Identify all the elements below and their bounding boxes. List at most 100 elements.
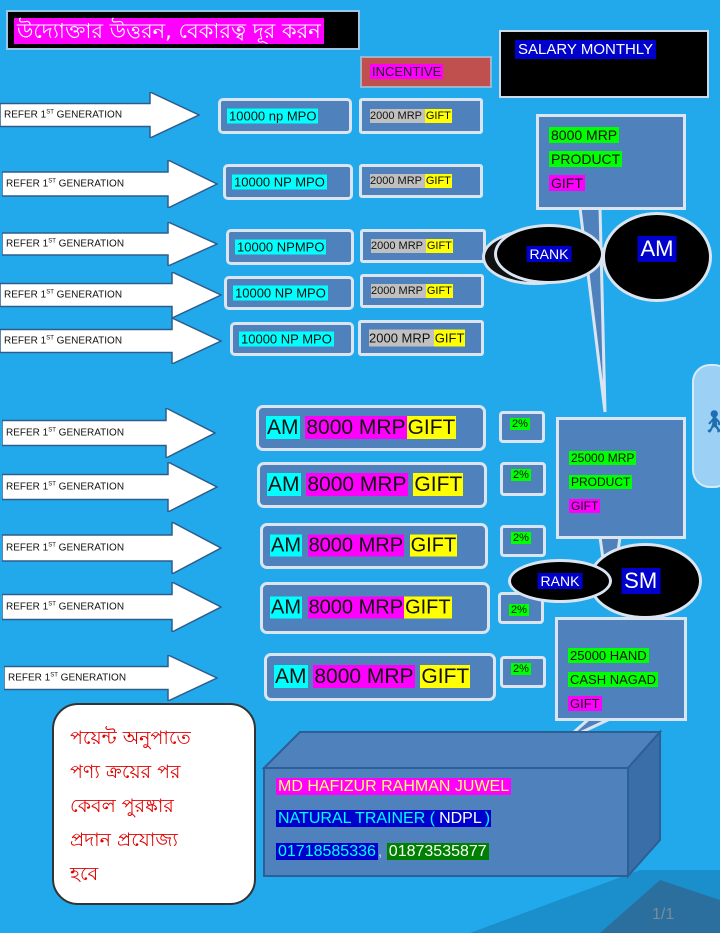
gift-label: GIFT	[424, 174, 452, 188]
cash-reward-callout: 25000 HAND CASH NAGAD GIFT	[555, 617, 687, 721]
refer-label-text: REFER 1	[6, 542, 49, 554]
callout-line: 25000 HAND	[568, 648, 649, 663]
am-reward-box: AM 8000 MRP GIFT	[264, 653, 496, 701]
trainer-role-suffix: )	[483, 810, 492, 827]
refer-arrow: REFER 1ST GENERATION	[2, 522, 222, 574]
salary-monthly-box: SALARY MONTHLY	[499, 30, 709, 98]
mpo-label: 10000 NP MPO	[232, 174, 327, 190]
gift-2000-box: 2000 MRP GIFT	[359, 98, 483, 134]
refer-label-suffix: GENERATION	[53, 335, 123, 347]
sm-reward-callout: 25000 MRP PRODUCT GIFT	[556, 417, 686, 539]
percent-label: 2%	[510, 418, 530, 430]
refer-label-sup: ST	[48, 427, 56, 434]
mpo-label: 10000 NP MPO	[239, 331, 334, 347]
accessibility-tab[interactable]: 🚶︎	[692, 364, 720, 488]
refer-arrow: REFER 1ST GENERATION	[2, 462, 218, 512]
refer-label: REFER 1ST GENERATION	[4, 335, 122, 346]
note-box: পয়েন্ট অনুপাতে পণ্য ক্রয়ের পর কেবল পুর…	[52, 703, 256, 905]
gift-label: GIFT	[424, 109, 452, 123]
note-line: পয়েন্ট অনুপাতে	[70, 727, 191, 749]
trainer-role: NATURAL TRAINER (	[278, 810, 436, 827]
sm-level-label: SM	[621, 568, 661, 594]
am-reward-box: AM 8000 MRP GIFT	[257, 462, 487, 508]
am-gift: GIFT	[413, 473, 464, 496]
refer-arrow: REFER 1ST GENERATION	[0, 272, 222, 318]
refer-label-text: REFER 1	[6, 481, 49, 493]
accessibility-icon[interactable]: 🚶︎	[700, 410, 720, 435]
refer-label: REFER 1ST GENERATION	[6, 481, 124, 492]
am-mrp: 8000 MRP	[307, 596, 405, 619]
refer-label-suffix: GENERATION	[55, 178, 125, 190]
refer-label-sup: ST	[48, 601, 56, 608]
refer-label-suffix: GENERATION	[57, 672, 127, 684]
am-gift: GIFT	[409, 534, 458, 557]
refer-label-suffix: GENERATION	[53, 289, 123, 301]
gift-2000-box: 2000 MRP GIFT	[359, 164, 483, 198]
refer-label-text: REFER 1	[6, 178, 49, 190]
am-gift: GIFT	[420, 665, 471, 688]
am-reward-box: AM 8000 MRPGIFT	[256, 405, 486, 451]
refer-label-text: REFER 1	[4, 109, 47, 121]
gift-label: GIFT	[425, 239, 453, 253]
refer-arrow: REFER 1ST GENERATION	[4, 655, 218, 701]
am-mrp: 8000 MRP	[313, 665, 415, 688]
percent-label: 2%	[511, 469, 531, 481]
incentive-box: INCENTIVE	[360, 56, 492, 88]
refer-arrow: REFER 1ST GENERATION	[2, 408, 216, 458]
am-gift: GIFT	[404, 596, 452, 619]
refer-label: REFER 1ST GENERATION	[6, 542, 124, 553]
gift-mrp: 2000 MRP	[370, 174, 425, 188]
refer-label-text: REFER 1	[6, 238, 49, 250]
refer-label-sup: ST	[48, 238, 56, 245]
refer-label-sup: ST	[48, 542, 56, 549]
percent-box: 2%	[500, 462, 546, 496]
trainer-phone-2: 01873535877	[386, 843, 489, 860]
refer-arrow: REFER 1ST GENERATION	[0, 92, 200, 138]
mpo-label: 10000 NPMPO	[235, 239, 327, 255]
refer-label: REFER 1ST GENERATION	[8, 672, 126, 683]
gift-2000-box: 2000 MRP GIFT	[360, 274, 484, 308]
mpo-box: 10000 NP MPO	[224, 276, 354, 310]
incentive-label: INCENTIVE	[370, 64, 444, 79]
callout-line: 25000 MRP	[569, 451, 637, 465]
mpo-box: 10000 NP MPO	[223, 164, 353, 200]
callout-line: GIFT	[568, 696, 602, 711]
callout-line: PRODUCT	[569, 475, 633, 489]
refer-label: REFER 1ST GENERATION	[4, 289, 122, 300]
refer-label-suffix: GENERATION	[55, 238, 125, 250]
gift-mrp: 2000 MRP	[371, 284, 426, 298]
callout-line: 8000 MRP	[549, 127, 620, 143]
trainer-phone-1: 01718585336	[276, 843, 378, 860]
note-line: হবে	[70, 863, 99, 885]
callout-line: PRODUCT	[549, 151, 623, 167]
refer-label: REFER 1ST GENERATION	[6, 427, 124, 438]
refer-label-sup: ST	[46, 109, 54, 116]
am-mrp: 8000 MRP	[306, 473, 408, 496]
am-mrp: 8000 MRP	[305, 416, 407, 439]
mpo-label: 10000 np MPO	[227, 108, 319, 124]
gift-label: GIFT	[425, 284, 453, 298]
percent-label: 2%	[511, 663, 531, 675]
gift-mrp: 2000 MRP	[370, 109, 425, 123]
salary-monthly-label: SALARY MONTHLY	[515, 40, 657, 59]
am-tag: AM	[270, 596, 302, 619]
am-reward-box: AM 8000 MRP GIFT	[260, 523, 488, 569]
trainer-org: NDPL	[437, 810, 484, 827]
am-reward-callout: 8000 MRP PRODUCT GIFT	[536, 114, 686, 210]
gift-mrp: 2000 MRP	[369, 329, 434, 347]
callout-line: CASH NAGAD	[568, 672, 658, 687]
am-tag: AM	[274, 665, 308, 688]
note-line: পণ্য ক্রয়ের পর	[70, 761, 181, 783]
note-line: প্রদান প্রযোজ্য	[70, 829, 178, 851]
percent-label: 2%	[511, 532, 531, 544]
mpo-box: 10000 np MPO	[218, 98, 352, 134]
refer-label: REFER 1ST GENERATION	[4, 109, 122, 120]
refer-label: REFER 1ST GENERATION	[6, 238, 124, 249]
refer-label-sup: ST	[46, 289, 54, 296]
refer-label-text: REFER 1	[6, 427, 49, 439]
percent-label: 2%	[509, 604, 529, 616]
percent-box: 2%	[499, 411, 545, 443]
gift-mrp: 2000 MRP	[371, 239, 426, 253]
